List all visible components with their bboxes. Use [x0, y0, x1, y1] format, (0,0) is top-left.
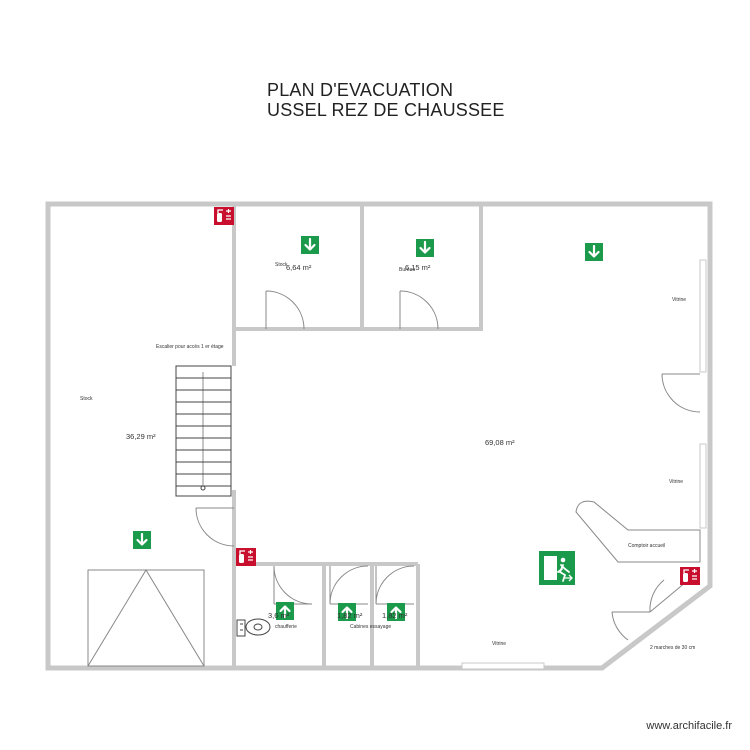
vitrine-windows [461, 259, 707, 670]
title-line-2: USSEL REZ DE CHAUSSEE [267, 100, 505, 120]
room-name-stock-top: Stock [275, 262, 288, 268]
staircase [175, 365, 232, 497]
label-vitrine-top: Vitrine [672, 297, 686, 303]
evacuation-down-arrow-icon [414, 237, 436, 259]
boiler-icon [236, 618, 271, 637]
title-line-1: PLAN D'EVACUATION [267, 80, 454, 100]
room-area-chaufferie: 3,6 m² [268, 611, 290, 620]
evacuation-down-arrow-icon [131, 529, 153, 551]
label-vitrine-mid: Vitrine [669, 479, 683, 485]
label-vitrine-bottom: Vitrine [492, 641, 506, 647]
fire-extinguisher-icon [679, 566, 701, 586]
room-area-main: 69,08 m² [485, 438, 515, 447]
evacuation-down-arrow-icon [299, 234, 321, 256]
outer-walls [45, 201, 713, 671]
room-area-stock-top: 6,64 m² [286, 263, 312, 272]
evacuation-down-arrow-icon [583, 241, 605, 263]
interior-walls [232, 206, 483, 666]
garage-area [87, 569, 205, 667]
room-area-cabine-2: 1,82 m² [382, 611, 408, 620]
room-area-cabine-1: 1,82 m² [337, 611, 363, 620]
room-area-bureau: 6,15 m² [405, 263, 431, 272]
label-escalier: Escalier pour accès 1 er étage [156, 344, 224, 350]
label-cabines: Cabines essayage [350, 624, 391, 630]
room-name-stock-left: Stock [80, 396, 93, 402]
doors [195, 290, 701, 641]
emergency-exit-sign-icon [539, 551, 575, 585]
fire-extinguisher-icon [213, 206, 235, 226]
room-area-stock-left: 36,29 m² [126, 432, 156, 441]
page-title: PLAN D'EVACUATION USSEL REZ DE CHAUSSEE [267, 80, 505, 120]
fire-extinguisher-icon [235, 547, 257, 567]
watermark: www.archifacile.fr [646, 720, 732, 732]
label-comptoir: Comptoir accueil [628, 543, 665, 549]
room-name-chaufferie: chaufferie [275, 624, 297, 630]
reception-counter [575, 500, 701, 563]
room-name-bureau: Bureau [399, 267, 415, 273]
label-marches: 2 marches de 30 cm [650, 645, 695, 651]
